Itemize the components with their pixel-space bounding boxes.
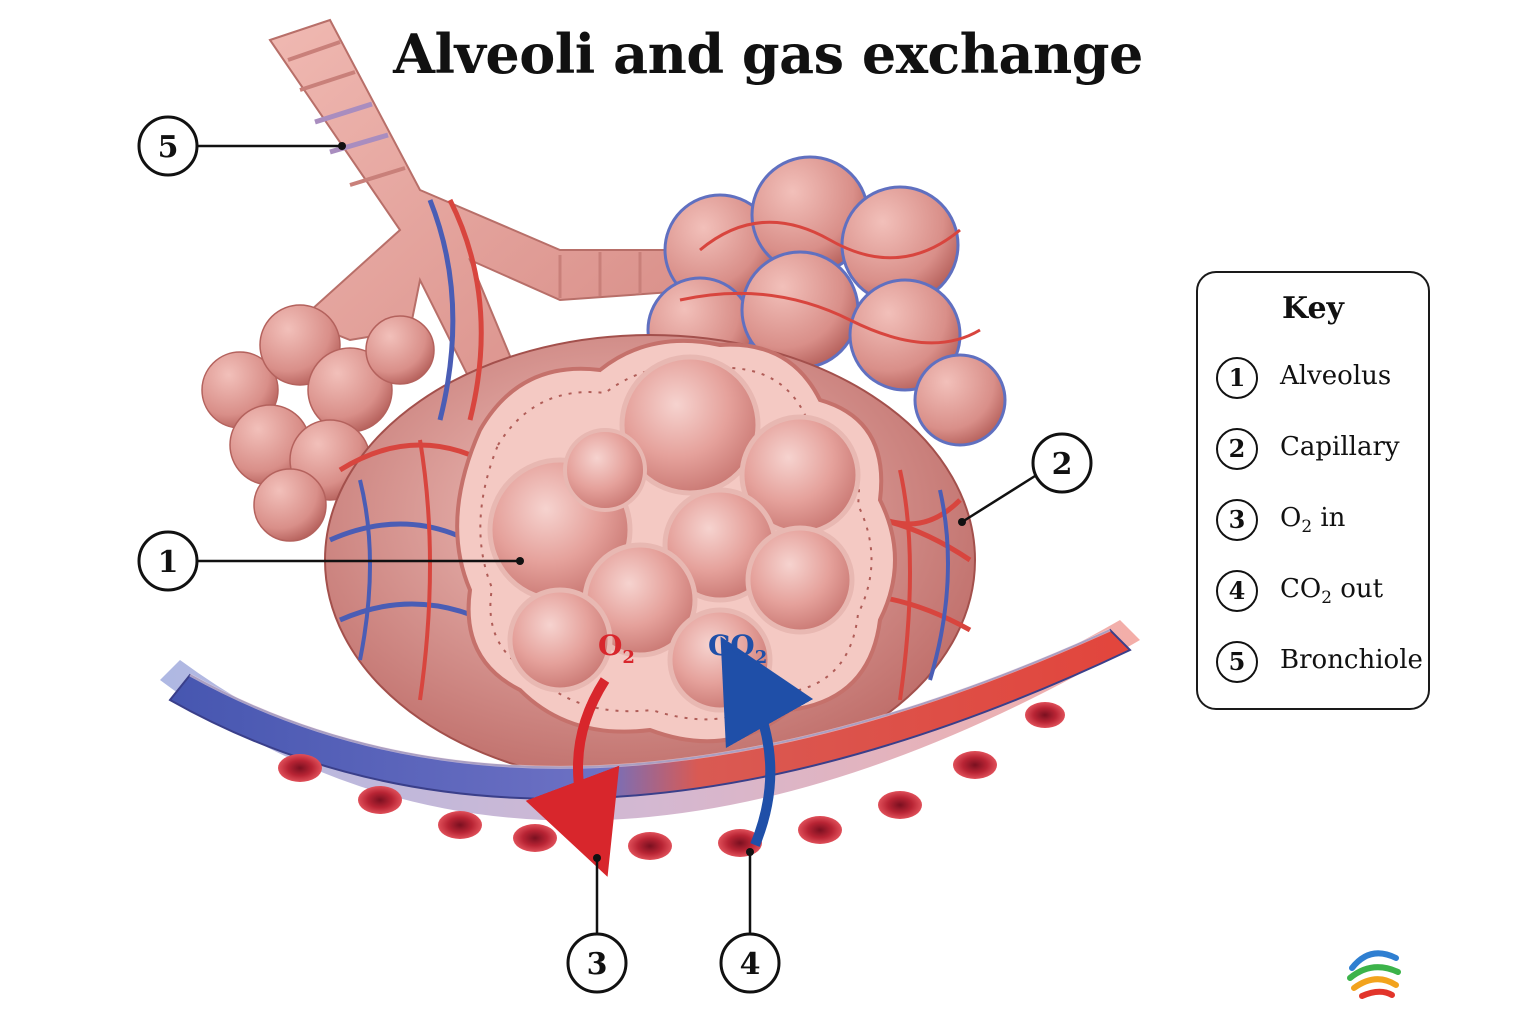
- diagram-title: Alveoli and gas exchange: [393, 22, 1143, 86]
- co2-arrow: [720, 636, 814, 847]
- key-number-badge: 5: [1216, 641, 1258, 683]
- bronchiole: [268, 18, 701, 402]
- red-blood-cells: [278, 702, 1065, 860]
- callout-5: 5: [137, 115, 199, 177]
- svg-text:5: 5: [158, 130, 179, 165]
- key-title: Key: [1282, 291, 1344, 326]
- co2-label: CO2: [708, 629, 767, 668]
- svg-text:2: 2: [1052, 447, 1073, 482]
- o2-label: O2: [598, 629, 635, 668]
- key-item-co2-out: 4 CO2 out: [1216, 570, 1426, 618]
- key-item-label: Alveolus: [1280, 361, 1392, 391]
- svg-text:1: 1: [158, 545, 179, 580]
- key-item-o2-in: 3 O2 in: [1216, 499, 1426, 547]
- blood-vessel: [160, 620, 1140, 860]
- svg-text:4: 4: [740, 947, 761, 982]
- callout-1: 1: [137, 530, 199, 592]
- callout-4: 4: [719, 932, 781, 994]
- callout-leaders: [198, 142, 1036, 935]
- key-item-label: CO2 out: [1280, 574, 1384, 607]
- left-alveolar-cluster: [201, 304, 435, 542]
- key-number-badge: 3: [1216, 499, 1258, 541]
- callout-3: 3: [566, 932, 628, 994]
- key-number-badge: 4: [1216, 570, 1258, 612]
- key-panel: Key 1 Alveolus 2 Capillary 3 O2 in 4 CO2…: [1196, 271, 1430, 710]
- key-item-capillary: 2 Capillary: [1216, 428, 1426, 476]
- key-item-label: O2 in: [1280, 503, 1346, 536]
- key-item-label: Bronchiole: [1280, 645, 1423, 675]
- gas-exchange-arrows: O2 CO2: [525, 629, 814, 877]
- alveolus-cross-section: [455, 338, 897, 744]
- o2-arrow: [525, 677, 620, 877]
- key-item-alveolus: 1 Alveolus: [1216, 357, 1426, 405]
- key-number-badge: 1: [1216, 357, 1258, 399]
- key-item-label: Capillary: [1280, 432, 1400, 462]
- callout-2: 2: [1031, 432, 1093, 494]
- colorful-swirl-logo: [1347, 950, 1401, 999]
- key-number-badge: 2: [1216, 428, 1258, 470]
- svg-text:3: 3: [587, 947, 608, 982]
- key-item-bronchiole: 5 Bronchiole: [1216, 641, 1426, 689]
